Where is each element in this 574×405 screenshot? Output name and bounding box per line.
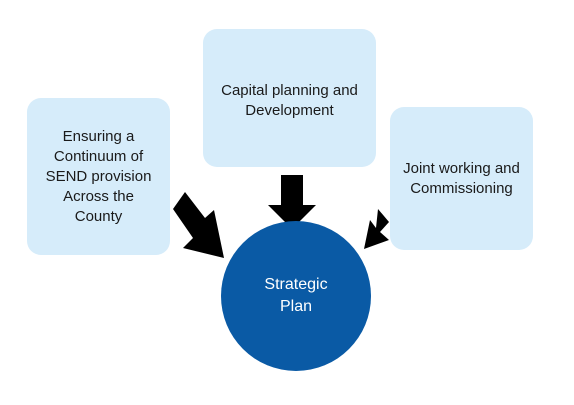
node-send-provision: Ensuring a Continuum of SEND provision A… (27, 98, 170, 255)
center-strategic-plan: Strategic Plan (221, 221, 371, 371)
node-capital-planning: Capital planning and Development (203, 29, 376, 167)
node-joint-working-label: Joint working and Commissioning (403, 159, 520, 197)
arrow-left-to-center (173, 192, 224, 258)
node-joint-working: Joint working and Commissioning (390, 107, 533, 250)
arrow-right-to-center (364, 209, 389, 249)
node-send-provision-label: Ensuring a Continuum of SEND provision A… (45, 127, 152, 225)
node-capital-planning-label: Capital planning and Development (221, 82, 358, 119)
center-label: Strategic Plan (264, 276, 328, 315)
